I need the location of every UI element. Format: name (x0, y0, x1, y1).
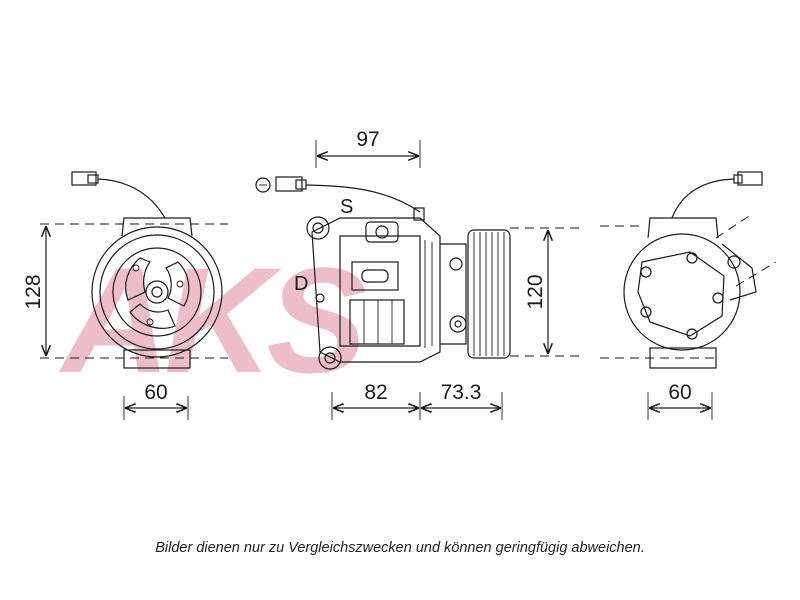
rear-housing (623, 233, 741, 351)
rear-cover-plate (637, 251, 725, 337)
rear-view: 60 (600, 171, 777, 420)
front-clutch-outer (91, 226, 223, 358)
clutch-housing (440, 243, 467, 345)
dim-front-height: 128 (22, 274, 45, 309)
discharge-port (351, 261, 399, 291)
discharge-port-label: D (294, 273, 308, 295)
side-view: 97 S D (255, 128, 580, 420)
dim-side-height: 120 (524, 274, 547, 309)
dim-pulley-length: 73.3 (441, 381, 482, 404)
front-connector (71, 171, 97, 186)
side-connector (275, 176, 303, 192)
compressor-body (311, 217, 441, 363)
mount-ear-bottom (318, 346, 342, 370)
watermark-logo: AKS (58, 236, 366, 404)
side-wire (305, 184, 421, 213)
side-ground-terminal (255, 177, 271, 193)
mount-ear-top (306, 216, 330, 240)
dim-rear-width: 60 (668, 381, 691, 404)
dim-top-length: 97 (356, 128, 379, 151)
rear-bracket (721, 243, 757, 301)
suction-port (365, 221, 399, 243)
rear-connector (737, 171, 763, 186)
rear-wire (671, 178, 735, 219)
pulley (467, 229, 511, 359)
disclaimer-caption: Bilder dienen nur zu Vergleichszwecken u… (155, 540, 645, 556)
dim-front-width: 60 (144, 381, 167, 404)
front-view: 128 60 (22, 171, 228, 420)
suction-port-label: S (340, 196, 353, 218)
dim-body-length: 82 (364, 381, 387, 404)
front-wire (97, 178, 166, 219)
front-hub-plate (125, 257, 151, 301)
